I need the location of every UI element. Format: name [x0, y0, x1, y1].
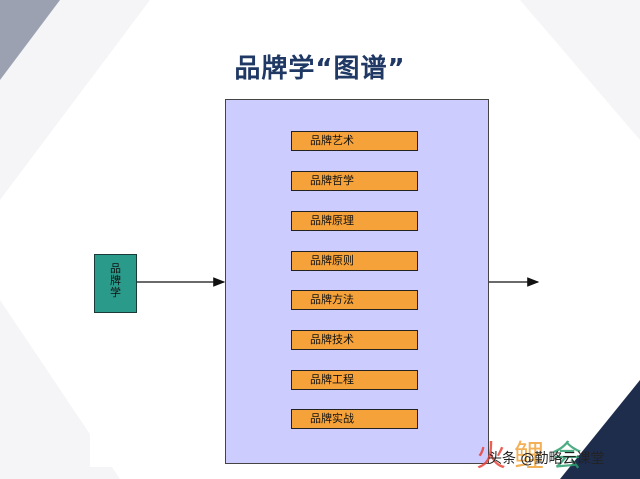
item-brand-method: 品牌方法: [291, 290, 418, 310]
bg-shape-top-left: [0, 0, 150, 200]
watermark-logo: 火 鲤 会: [476, 439, 582, 472]
corner-triangle-bottom-right: [560, 380, 640, 479]
item-brand-engineering: 品牌工程: [291, 370, 418, 390]
item-brand-technique: 品牌技术: [291, 330, 418, 350]
watermark-logo-glyph-3: 会: [552, 439, 582, 472]
source-node-box: 品牌学: [94, 254, 137, 313]
item-brand-principle: 品牌原理: [291, 211, 418, 231]
item-brand-art: 品牌艺术: [291, 131, 418, 151]
page-title: 品牌学“图谱”: [234, 54, 406, 84]
watermark-logo-glyph-1: 火: [476, 439, 506, 472]
watermark-text: 头条 @勤略云课堂: [488, 451, 605, 467]
bg-shape-top-right: [520, 0, 640, 140]
watermark-logo-glyph-2: 鲤: [514, 439, 544, 472]
brand-studies-box: 品牌艺术 品牌哲学 品牌原理 品牌原则 品牌方法 品牌技术 品牌工程 品牌实战: [225, 99, 489, 464]
item-brand-philosophy: 品牌哲学: [291, 171, 418, 191]
item-brand-rule: 品牌原则: [291, 251, 418, 271]
source-node-label: 品牌学: [110, 262, 121, 299]
item-brand-practice: 品牌实战: [291, 409, 418, 429]
